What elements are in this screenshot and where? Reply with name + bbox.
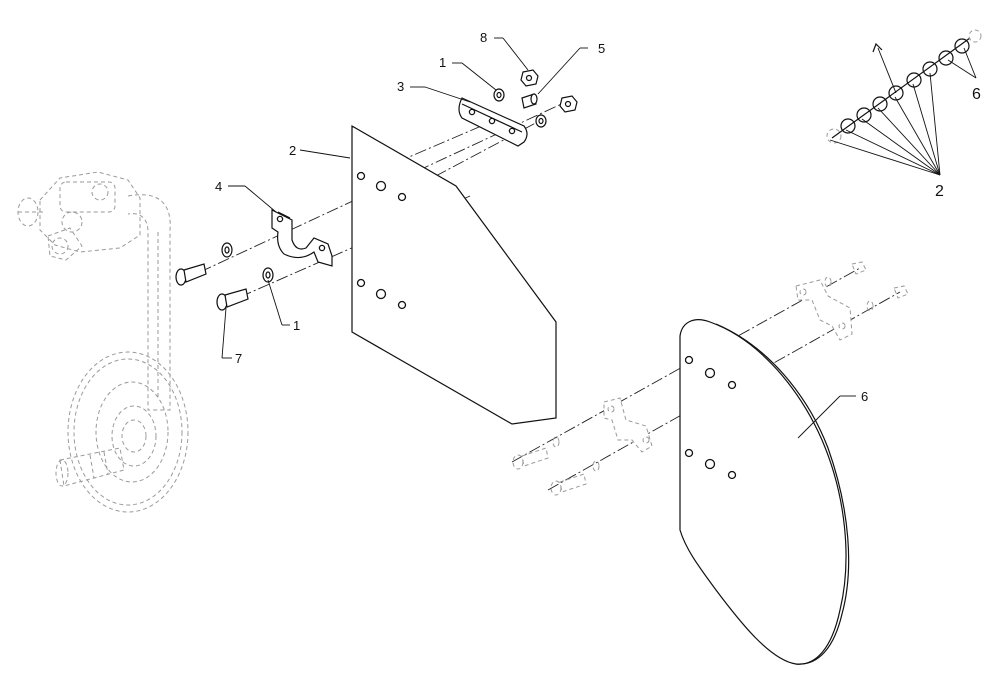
callout-1-top: 1 <box>439 55 446 70</box>
callout-leaders <box>221 37 856 439</box>
callout-7: 7 <box>235 351 242 366</box>
callout-1-bottom: 1 <box>293 318 300 333</box>
ghosted-drive-assembly <box>17 171 189 513</box>
callout-6-inset: 6 <box>972 86 981 103</box>
callout-2-inset: 2 <box>935 183 944 200</box>
callout-6-shield: 6 <box>861 389 868 404</box>
inset-disc-row <box>826 29 982 176</box>
callout-3: 3 <box>397 79 404 94</box>
rounded-shield <box>679 319 850 665</box>
mounting-plate <box>351 124 557 425</box>
u-bracket <box>271 209 333 267</box>
callout-2-plate: 2 <box>289 143 296 158</box>
carriage-bolts <box>175 263 249 311</box>
clamp-bar <box>458 97 528 147</box>
hex-nuts <box>520 69 578 113</box>
spacer <box>521 93 538 109</box>
callout-5: 5 <box>598 41 605 56</box>
washers <box>221 88 547 283</box>
callout-8: 8 <box>480 30 487 45</box>
ghosted-right-hardware <box>512 261 909 496</box>
callout-4: 4 <box>215 179 222 194</box>
